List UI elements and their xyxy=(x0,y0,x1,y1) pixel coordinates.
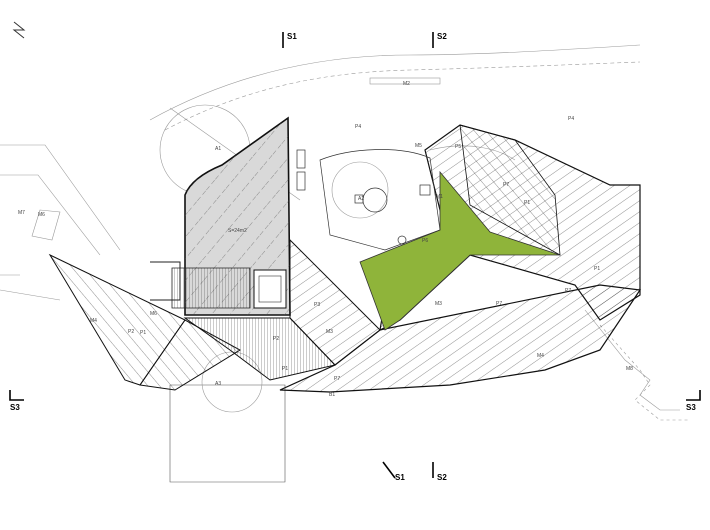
section-markers xyxy=(9,32,701,479)
label-p7-a: P7 xyxy=(503,182,509,188)
label-m8: M8 xyxy=(626,366,633,372)
label-b1: B1 xyxy=(329,392,335,398)
label-p1-a: P1 xyxy=(524,200,530,206)
label-a1: A1 xyxy=(215,146,221,152)
section-s2-bottom-label: S2 xyxy=(437,473,447,482)
label-m3-b: M3 xyxy=(326,329,333,335)
label-p7-c: P7 xyxy=(565,288,571,294)
label-p7-d: P7 xyxy=(334,376,340,382)
section-s1-bottom-label: S1 xyxy=(395,473,405,482)
label-p4-right: P4 xyxy=(568,116,574,122)
section-s3-left-label: S3 xyxy=(10,403,20,412)
planted-zone xyxy=(359,170,561,331)
courtyard xyxy=(296,149,441,251)
label-m1: M1 xyxy=(436,194,443,200)
section-s3-right-label: S3 xyxy=(686,403,696,412)
label-p5: P5 xyxy=(455,144,461,150)
label-p6: P6 xyxy=(422,238,428,244)
label-p7-b: P7 xyxy=(496,301,502,307)
label-a3: A3 xyxy=(215,381,221,387)
label-p2-b: P2 xyxy=(273,336,279,342)
label-p1-d: P1 xyxy=(140,330,146,336)
label-p4-top: P4 xyxy=(355,124,361,130)
label-m6-a: M6 xyxy=(38,212,45,218)
section-s1-top-label: S1 xyxy=(287,32,297,41)
label-m2: M2 xyxy=(403,81,410,87)
section-s2-top-label: S2 xyxy=(437,32,447,41)
label-p2-a: P2 xyxy=(128,329,134,335)
label-m7: M7 xyxy=(18,210,25,216)
label-m3-a: M3 xyxy=(435,301,442,307)
label-p3: P3 xyxy=(314,302,320,308)
label-m6-b: M6 xyxy=(150,311,157,317)
south-roof-planes xyxy=(183,238,642,393)
label-m4-a: M4 xyxy=(90,318,97,324)
interior-area xyxy=(150,116,291,316)
label-p1-c: P1 xyxy=(282,366,288,372)
label-area: S=24m2 xyxy=(228,228,247,234)
label-p1-b: P1 xyxy=(594,266,600,272)
label-a2: A2 xyxy=(358,196,364,202)
north-arrow-icon xyxy=(12,21,26,39)
label-m5: M5 xyxy=(415,143,422,149)
label-m4-b: M4 xyxy=(537,353,544,359)
east-wing-roof xyxy=(379,124,641,332)
